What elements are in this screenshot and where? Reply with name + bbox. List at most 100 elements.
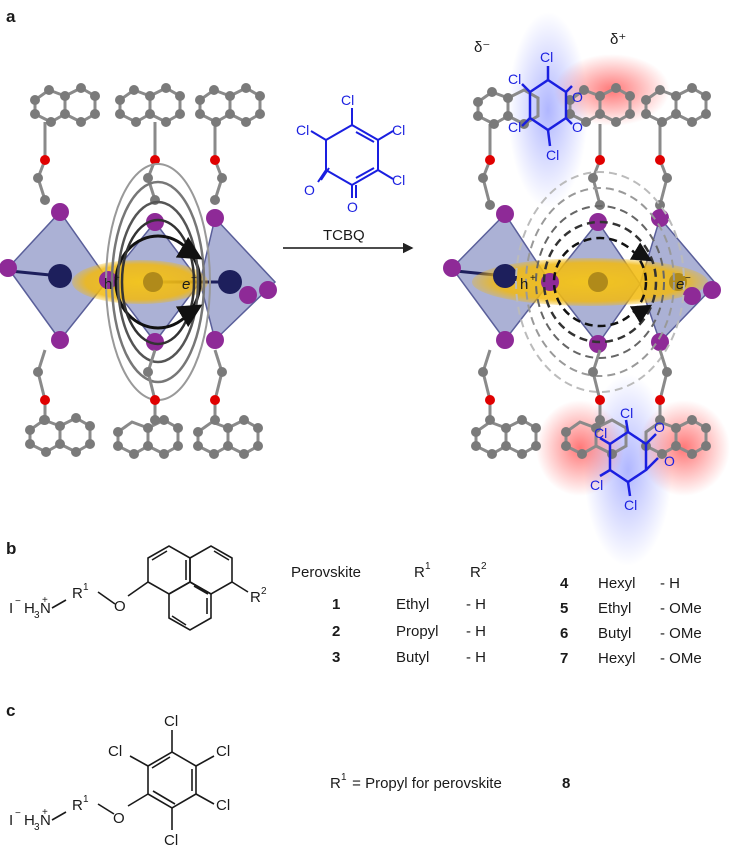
bound-bottom-o-2: O xyxy=(664,453,675,469)
row-1-r1: Ethyl xyxy=(396,596,429,613)
bound-top-cl-4: Cl xyxy=(546,147,559,163)
electron-label-right: e xyxy=(676,276,684,293)
panel-c-note: R 1 = Propyl for perovskite 8 xyxy=(330,772,570,792)
tcbq-reagent: Cl Cl Cl Cl O O xyxy=(296,92,405,215)
bound-top-cl-3: Cl xyxy=(508,119,521,135)
row-3-id: 3 xyxy=(332,649,340,666)
bound-top-o-1: O xyxy=(572,89,583,105)
right-metal-atoms xyxy=(493,264,517,288)
c-cl-left: Cl xyxy=(108,743,122,760)
hole-sup-right: + xyxy=(530,273,536,284)
bound-bottom-cl-2: Cl xyxy=(594,425,607,441)
b-amine-charge: + xyxy=(42,595,48,606)
left-top-oxygens xyxy=(40,155,220,165)
right-arrow-top xyxy=(629,242,653,262)
panel-b-table: Perovskite R 1 R 2 1 Ethyl - H 2 Propyl … xyxy=(291,561,702,667)
right-top-atoms xyxy=(473,83,711,210)
c-iodide-charge: − xyxy=(15,808,21,819)
hole-sup: + xyxy=(114,273,120,284)
electron-sup-right: − xyxy=(685,273,691,284)
c-cl-right-top: Cl xyxy=(216,743,230,760)
b-r2-sup: 2 xyxy=(261,586,267,597)
panel-c-label: c xyxy=(6,701,15,720)
exciton-labels-right: h + e − xyxy=(520,273,691,293)
bound-top-cl-1: Cl xyxy=(540,49,553,65)
electron-label: e xyxy=(182,276,190,293)
panel-b-label: b xyxy=(6,539,16,558)
header-r2: R xyxy=(470,564,481,581)
charge-delta-plus: δ⁺ xyxy=(610,31,626,48)
bound-top-o-2: O xyxy=(572,119,583,135)
row-7-id: 7 xyxy=(560,650,568,667)
c-amine-charge: + xyxy=(42,807,48,818)
c-note-sup: 1 xyxy=(341,772,347,783)
tcbq-bound-top xyxy=(521,66,573,147)
panel-a-label: a xyxy=(6,7,16,26)
b-oxygen: O xyxy=(114,598,126,615)
row-4-id: 4 xyxy=(560,575,569,592)
blue-glow-top xyxy=(508,12,588,208)
row-6-r2: - OMe xyxy=(660,625,702,642)
b-amine-sub: 3 xyxy=(34,610,40,621)
row-6-id: 6 xyxy=(560,625,568,642)
c-note-text: = Propyl for perovskite xyxy=(348,775,506,792)
header-perovskite: Perovskite xyxy=(291,564,361,581)
row-4-r2: - H xyxy=(660,575,680,592)
left-top-atoms xyxy=(30,83,265,205)
b-amine-h: H xyxy=(24,600,35,617)
tcbq-cl-left: Cl xyxy=(296,122,309,138)
right-bottom-oxygens xyxy=(485,395,665,405)
row-6-r1: Butyl xyxy=(598,625,631,642)
c-oxygen: O xyxy=(113,810,125,827)
b-r2: R xyxy=(250,589,261,606)
bound-top-cl-2: Cl xyxy=(508,71,521,87)
header-r1: R xyxy=(414,564,425,581)
left-top-ligands xyxy=(33,86,262,201)
left-bottom-ligands xyxy=(28,349,260,456)
c-note-r: R xyxy=(330,775,341,792)
left-metal-atoms xyxy=(48,264,242,294)
tcbq-o-bottom: O xyxy=(347,199,358,215)
b-r1: R xyxy=(72,585,83,602)
row-3-r1: Butyl xyxy=(396,649,429,666)
row-2-r2: - H xyxy=(466,623,486,640)
row-7-r2: - OMe xyxy=(660,650,702,667)
c-amine-n: N xyxy=(40,812,51,829)
header-r1-sup: 1 xyxy=(425,561,431,572)
row-1-id: 1 xyxy=(332,596,340,613)
left-halide-atoms xyxy=(0,203,277,351)
right-arrow-bottom xyxy=(629,304,653,324)
tcbq-bound-bottom xyxy=(599,419,659,497)
panel-c-structure: Cl Cl Cl Cl Cl I − H 3 N + R 1 O xyxy=(9,713,230,849)
left-bottom-oxygens xyxy=(40,395,220,405)
c-r1: R xyxy=(72,797,83,814)
row-2-id: 2 xyxy=(332,623,340,640)
tcbq-cl-top: Cl xyxy=(341,92,354,108)
right-halide-atoms xyxy=(443,205,721,353)
right-dipole-field-lines xyxy=(515,171,685,393)
hole-label-right: h xyxy=(520,276,528,293)
charge-delta-minus: δ⁻ xyxy=(474,39,490,56)
row-5-r2: - OMe xyxy=(660,600,702,617)
c-cl-bottom: Cl xyxy=(164,832,178,849)
center-metal-left xyxy=(143,272,163,292)
row-3-r2: - H xyxy=(466,649,486,666)
c-iodide: I xyxy=(9,812,13,829)
right-top-oxygens xyxy=(485,155,665,165)
row-7-r1: Hexyl xyxy=(598,650,636,667)
hole-label: h xyxy=(104,276,112,293)
exciton-labels-left: h + e − xyxy=(104,273,197,293)
left-bottom-atoms xyxy=(25,367,263,459)
c-cl-top: Cl xyxy=(164,713,178,730)
bound-bottom-cl-1: Cl xyxy=(620,405,633,421)
header-r2-sup: 2 xyxy=(481,561,487,572)
tcbq-cl-right-bottom: Cl xyxy=(392,172,405,188)
panel-b-structure: I − H 3 N + R 1 O R 2 xyxy=(9,545,267,631)
c-note-id: 8 xyxy=(562,775,570,792)
bound-bottom-cl-3: Cl xyxy=(590,477,603,493)
tcbq-cl-right-top: Cl xyxy=(392,122,405,138)
right-assembly: δ⁻ δ⁺ xyxy=(443,12,730,566)
c-cl-right-bottom: Cl xyxy=(216,797,230,814)
row-5-id: 5 xyxy=(560,600,568,617)
